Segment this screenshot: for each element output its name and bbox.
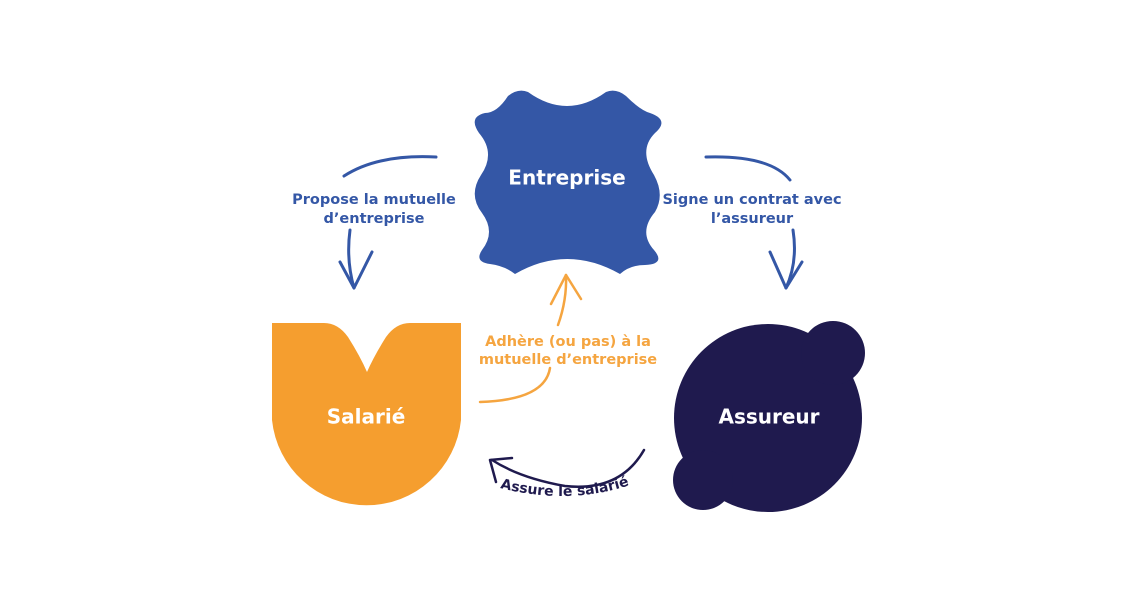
propose-arrow	[338, 155, 438, 290]
salarie-node-shape	[272, 323, 461, 506]
adhere-label-line2: mutuelle d’entreprise	[479, 352, 657, 368]
adhere-label-line1: Adhère (ou pas) à la	[485, 334, 651, 350]
assure-label: Assure le salarié	[499, 474, 630, 500]
signe-arrow	[704, 155, 804, 290]
salarie-node-label: Salarié	[327, 405, 406, 429]
adhere-arrow	[478, 273, 583, 404]
signe-label-line1: Signe un contrat avec	[662, 192, 841, 208]
propose-label-line2: d’entreprise	[324, 211, 425, 227]
assureur-node-label: Assureur	[718, 405, 819, 429]
signe-label-line2: l’assureur	[711, 211, 794, 227]
entreprise-node-label: Entreprise	[508, 166, 625, 190]
assure-arrow	[488, 448, 646, 488]
assure-label-text: Assure le salarié	[499, 474, 630, 500]
propose-label-line1: Propose la mutuelle	[292, 192, 456, 208]
assureur-node-shape	[673, 321, 865, 512]
entreprise-node-shape	[474, 90, 662, 275]
